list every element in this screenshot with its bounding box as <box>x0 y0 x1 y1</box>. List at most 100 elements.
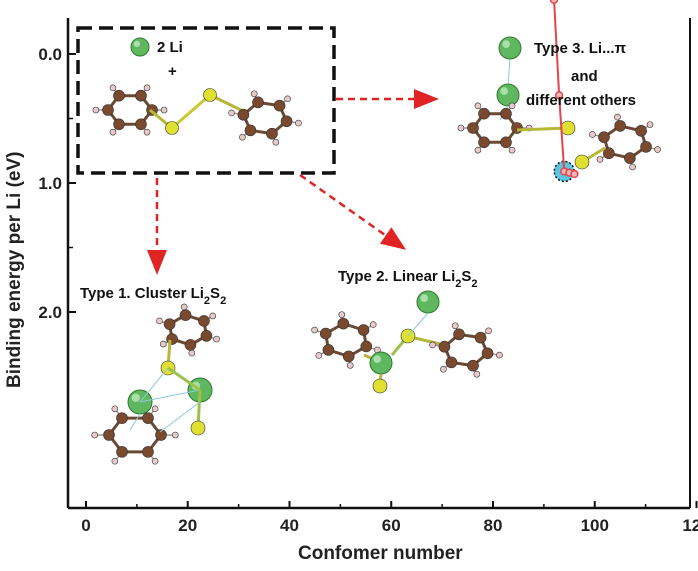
carbon-atom <box>445 356 458 369</box>
carbon-atom <box>142 412 154 424</box>
molecule-illustrations <box>91 36 661 465</box>
hydrogen-atom <box>109 84 117 92</box>
hydrogen-atom <box>111 405 119 413</box>
carbon-atom <box>360 340 373 353</box>
carbon-atom <box>467 359 479 372</box>
carbon-atom <box>500 107 512 120</box>
hydrogen-atom <box>228 109 235 117</box>
carbon-atom <box>640 141 652 153</box>
x-tick-label: 120 <box>682 516 698 535</box>
x-tick-label: 60 <box>382 516 401 535</box>
data-point <box>549 0 559 4</box>
interaction-line <box>139 389 201 403</box>
carbon-atom <box>481 347 494 360</box>
lithium-highlight <box>502 40 510 49</box>
carbon-atom <box>337 317 350 330</box>
axes: 0204060801001202.01.00.0-1.0 <box>38 18 698 535</box>
reactant-li-label: 2 Li <box>157 39 183 56</box>
carbon-atom <box>614 120 626 132</box>
y-tick-label: 1.0 <box>38 174 62 193</box>
carbon-atom <box>103 429 115 441</box>
lithium-highlight <box>500 87 508 95</box>
carbon-atom <box>500 136 512 149</box>
carbon-atom <box>319 327 332 340</box>
hydrogen-atom <box>143 128 151 136</box>
reactant-box <box>76 26 336 175</box>
carbon-atom <box>252 96 264 109</box>
annotations: 2 Li + Type 1. Cluster Li2S2 Type 2. Lin… <box>80 39 636 307</box>
y-axis-label: Binding energy per Li (eV) <box>4 151 25 388</box>
x-tick-label: 100 <box>581 516 609 535</box>
hydrogen-atom <box>614 113 621 121</box>
lithium-highlight <box>420 294 428 302</box>
carbon-atom <box>198 315 210 327</box>
carbon-atom <box>467 122 479 134</box>
hydrogen-atom <box>143 84 151 92</box>
hydrogen-atom <box>109 128 117 136</box>
hydrogen-atom <box>654 146 661 153</box>
bond <box>414 336 445 347</box>
hydrogen-atom <box>92 106 100 114</box>
hydrogen-atom <box>156 317 163 325</box>
hydrogen-atom <box>589 131 596 138</box>
type2-label: Type 2. Linear Li2S2 <box>338 268 478 290</box>
hydrogen-atom <box>508 102 516 110</box>
hydrogen-atom <box>496 351 503 359</box>
arrows <box>147 89 439 275</box>
hydrogen-atom <box>151 457 159 465</box>
hydrogen-atom <box>209 312 217 320</box>
hydrogen-atom <box>159 340 167 348</box>
carbon-atom <box>438 340 451 353</box>
hydrogen-atom <box>646 121 654 128</box>
carbon-atom <box>200 330 213 342</box>
carbon-atom <box>179 309 192 321</box>
lithium-highlight <box>131 393 140 402</box>
carbon-atom <box>142 446 154 458</box>
carbon-atom <box>342 350 355 363</box>
y-tick-label: 2.0 <box>38 303 62 322</box>
carbon-atom <box>237 108 250 121</box>
lithium-atom <box>496 83 520 107</box>
bond <box>167 366 201 392</box>
carbon-atom <box>273 99 286 112</box>
hydrogen-atom <box>473 370 481 378</box>
hydrogen-atom <box>272 138 280 146</box>
hydrogen-atom <box>180 303 188 311</box>
x-tick-label: 0 <box>81 516 90 535</box>
data-point <box>570 169 579 179</box>
hydrogen-atom <box>457 124 465 132</box>
hydrogen-atom <box>440 365 447 373</box>
hydrogen-atom <box>250 90 258 98</box>
carbon-atom <box>163 318 176 330</box>
hydrogen-atom <box>451 322 459 330</box>
carbon-atom <box>478 107 490 120</box>
carbon-atom <box>322 344 335 356</box>
hydrogen-atom <box>91 431 98 439</box>
carbon-atom <box>453 328 465 341</box>
hydrogen-atom <box>346 362 354 369</box>
carbon-atom <box>266 127 278 140</box>
x-tick-label: 80 <box>484 516 503 535</box>
interaction-line <box>139 367 169 403</box>
hydrogen-atom <box>485 327 492 335</box>
hydrogen-atom <box>369 321 377 328</box>
hydrogen-atom <box>111 457 119 465</box>
hydrogen-atom <box>596 156 604 163</box>
carbon-atom <box>135 118 147 131</box>
hydrogen-atom <box>474 146 482 154</box>
carbon-atom <box>511 122 523 134</box>
reactant-plus: + <box>168 63 177 80</box>
arrow-type2 <box>299 173 407 250</box>
sulfur-atom <box>165 121 179 135</box>
type3-others: different others <box>526 92 636 109</box>
carbon-atom <box>603 147 615 160</box>
x-tick-label: 40 <box>280 516 299 535</box>
carbon-atom <box>357 324 370 336</box>
hydrogen-atom <box>160 106 168 114</box>
carbon-atom <box>113 118 125 131</box>
data-point <box>554 91 564 100</box>
hydrogen-atom <box>239 133 246 141</box>
interaction-line <box>407 312 429 337</box>
